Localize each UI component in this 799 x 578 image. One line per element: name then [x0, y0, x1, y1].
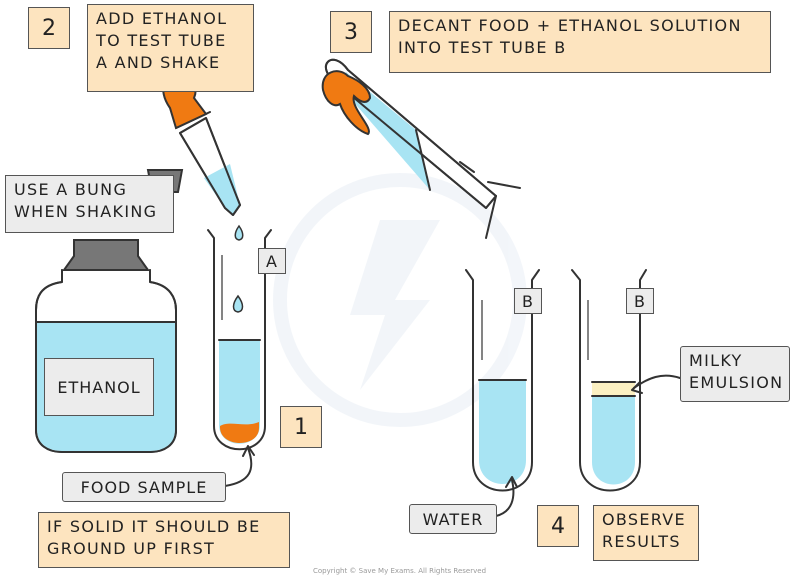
step-2-badge: 2	[28, 7, 70, 49]
copyright-notice: Copyright © Save My Exams. All Rights Re…	[312, 567, 487, 575]
water-pointer	[505, 476, 518, 488]
milky-emulsion-label: MILKY EMULSION	[680, 346, 790, 402]
drop	[234, 224, 244, 241]
food-sample-label: FOOD SAMPLE	[62, 472, 226, 502]
instruction-decant: DECANT FOOD + ETHANOL SOLUTION INTO TEST…	[389, 11, 771, 73]
tube-b-label: B	[514, 288, 542, 314]
step-1-badge: 1	[280, 406, 322, 448]
instruction-add-ethanol: ADD ETHANOL TO TEST TUBE A AND SHAKE	[87, 4, 254, 92]
instruction-observe: OBSERVE RESULTS	[593, 505, 699, 561]
water-pointer	[495, 479, 515, 517]
tube-a-label: A	[258, 248, 286, 274]
tube-b-label: B	[626, 288, 654, 314]
instruction-use-bung: USE A BUNG WHEN SHAKING	[5, 175, 174, 233]
water-label: WATER	[409, 504, 497, 534]
pipette	[175, 111, 241, 216]
emulsion-pointer	[631, 381, 643, 394]
food-sample-pointer	[242, 445, 255, 457]
food-residue	[321, 70, 372, 136]
test-tube-a	[207, 229, 272, 451]
food-sample-pointer	[224, 447, 253, 487]
bottle-stopper	[62, 239, 150, 271]
test-tube-b-water	[465, 269, 540, 492]
test-tube-b-emulsion	[571, 269, 647, 492]
step-4-badge: 4	[537, 505, 579, 547]
ethanol-label: ETHANOL	[44, 358, 154, 416]
drop	[232, 294, 244, 313]
instruction-ground-solid: IF SOLID IT SHOULD BE GROUND UP FIRST	[38, 512, 290, 568]
step-3-badge: 3	[330, 11, 372, 53]
